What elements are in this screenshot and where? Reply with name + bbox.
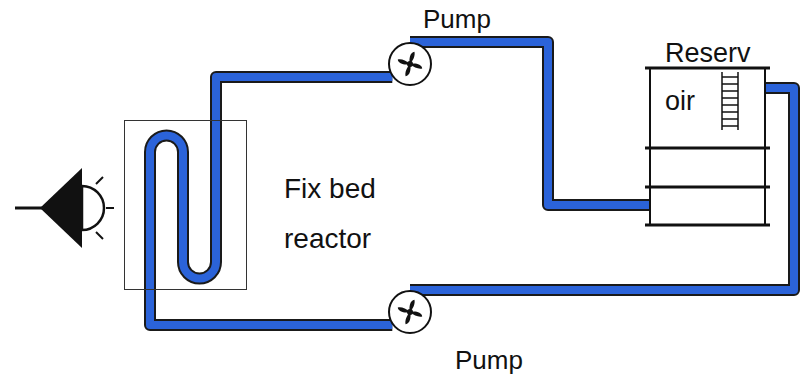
pump: Pump — [388, 42, 432, 86]
reservoir-tank: Reserv oir — [650, 68, 765, 225]
pipe-outline — [216, 77, 392, 120]
node-label: Reserv oir — [665, 29, 760, 125]
fan-hub — [407, 309, 413, 315]
tank-band — [645, 186, 770, 189]
ladder-rung — [722, 97, 738, 99]
ladder-rung — [722, 111, 738, 113]
tank-wall — [649, 68, 651, 225]
pump-casing — [389, 43, 431, 85]
light-ray — [106, 207, 114, 209]
ladder-rung — [722, 104, 738, 106]
tank-wall — [764, 68, 766, 225]
lamp-symbol — [15, 168, 114, 248]
ladder-rung — [722, 76, 738, 78]
light-ray — [96, 177, 103, 184]
pipe-fill — [410, 42, 650, 205]
pump: Pump — [388, 290, 432, 334]
reactor-box: Fix bed reactor — [124, 120, 247, 290]
node-label: Fix bed reactor — [284, 164, 409, 264]
tube-fill — [150, 120, 216, 290]
ladder-rung — [722, 118, 738, 120]
pipe-fill — [410, 88, 794, 290]
lamp-lead — [15, 207, 42, 210]
light-ray — [96, 232, 103, 239]
pipe-outline — [150, 290, 392, 325]
pipe-fill — [216, 77, 392, 120]
pipe-outline — [410, 42, 650, 205]
pipe-outline — [410, 88, 794, 290]
ladder-rung — [722, 125, 738, 127]
ladder-rung — [722, 83, 738, 85]
ladder-rung — [722, 90, 738, 92]
tube-outline — [150, 120, 216, 290]
pipe — [410, 42, 650, 205]
pump-symbol — [388, 42, 432, 86]
node-label: Pump — [455, 345, 523, 375]
node-label: Pump — [423, 4, 491, 34]
tank-band — [645, 224, 770, 227]
pipe-fill — [150, 290, 392, 325]
fan-hub — [407, 61, 413, 67]
ladder-rail — [721, 72, 723, 130]
pump-casing — [389, 291, 431, 333]
ladder-rail — [737, 72, 739, 130]
pipe — [410, 88, 794, 290]
pipe — [216, 77, 392, 120]
pipe — [150, 290, 392, 325]
lamp-bulb — [82, 186, 104, 230]
pump-symbol — [388, 290, 432, 334]
serpentine-tube — [150, 120, 216, 290]
lamp-housing — [40, 168, 82, 248]
tank-band — [645, 147, 770, 150]
